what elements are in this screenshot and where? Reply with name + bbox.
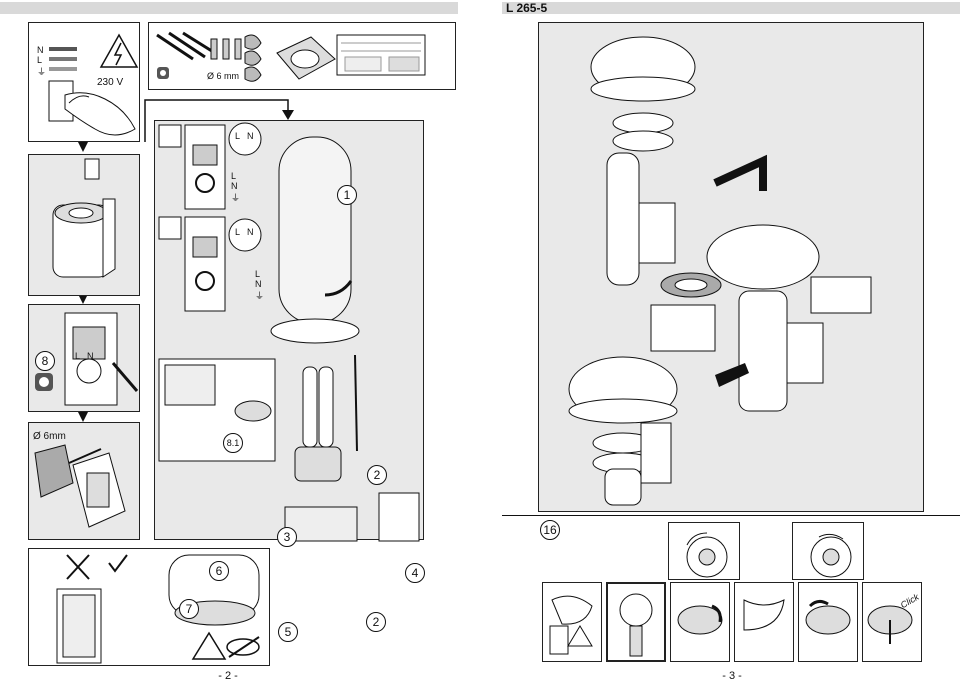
step-8-1-badge: 8.1 (223, 433, 243, 453)
left-header-bar (0, 2, 458, 14)
drill-size-side-label: Ø 6mm (33, 431, 66, 442)
mark-holes-panel: 8 L N (28, 304, 140, 412)
right-page-number: - 3 - (722, 670, 742, 682)
terminal-l-top: L (235, 131, 241, 141)
step-16-badge: 16 (540, 520, 560, 540)
step-3-badge: 3 (277, 527, 297, 547)
step-2-badge-top: 2 (367, 465, 387, 485)
terminal-n-mid: N (247, 227, 254, 237)
wire-1-l: L (231, 171, 237, 181)
step-8-badge: 8 (35, 351, 55, 371)
drilling-illustration (34, 444, 126, 528)
step-6-badge: 6 (209, 561, 229, 581)
terminal-n-label: N (87, 351, 94, 361)
screws-and-plugs-illustration (156, 31, 426, 82)
step-7-badge: 7 (179, 599, 199, 619)
wire-2-l: L (255, 269, 261, 279)
left-page-number: - 2 - (218, 670, 238, 682)
right-header-bar (502, 2, 960, 14)
switch-detail-2 (792, 522, 864, 580)
wire-1-earth: ⏚ (231, 193, 241, 203)
switch-detail-2-illustration (810, 533, 852, 578)
wire-2-earth: ⏚ (255, 291, 265, 301)
bracket-illustration (52, 158, 116, 278)
left-page: N L ⏚ 230 V (0, 2, 458, 682)
terminal-l-label: L (75, 351, 81, 361)
terminal-l-mid: L (235, 227, 241, 237)
mark-holes-illustration (35, 312, 139, 406)
step-4-badge: 4 (405, 563, 425, 583)
step-16-divider (502, 515, 960, 516)
finish-illustration (56, 554, 260, 664)
wire-2-n: N (255, 279, 262, 289)
wire-label-earth: ⏚ (37, 67, 47, 77)
finish-panel: 6 7 (28, 548, 270, 666)
assembly-panel (538, 22, 924, 512)
flow-arrows (78, 99, 294, 422)
drill-size-label: Ø 6 mm (207, 71, 240, 81)
wire-1-n: N (231, 181, 238, 191)
terminal-n-top: N (247, 131, 254, 141)
voltage-label: 230 V (97, 77, 124, 88)
voltage-warning-panel: N L ⏚ 230 V (28, 22, 140, 142)
product-title: L 265-5 (506, 1, 548, 15)
step-2-badge-bottom: 2 (366, 612, 386, 632)
installation-illustration (158, 122, 420, 542)
step-16-illustrations (549, 593, 913, 657)
bracket-panel (28, 154, 140, 296)
wire-label-n: N (37, 45, 44, 55)
right-page: L 265-5 16 (480, 0, 960, 682)
step-1-badge: 1 (337, 185, 357, 205)
step-5-badge: 5 (278, 622, 298, 642)
hand-switch-illustration (48, 33, 139, 136)
drilling-panel: Ø 6mm (28, 422, 140, 540)
switch-detail-1-illustration (686, 532, 728, 578)
installation-panel: L N L N L N ⏚ L N ⏚ 1 8.1 2 3 4 (154, 120, 425, 583)
wire-label-l: L (37, 55, 43, 65)
parts-panel: Ø 6 mm (148, 22, 456, 90)
switch-detail-1 (668, 522, 740, 580)
assembly-illustration (568, 36, 872, 506)
